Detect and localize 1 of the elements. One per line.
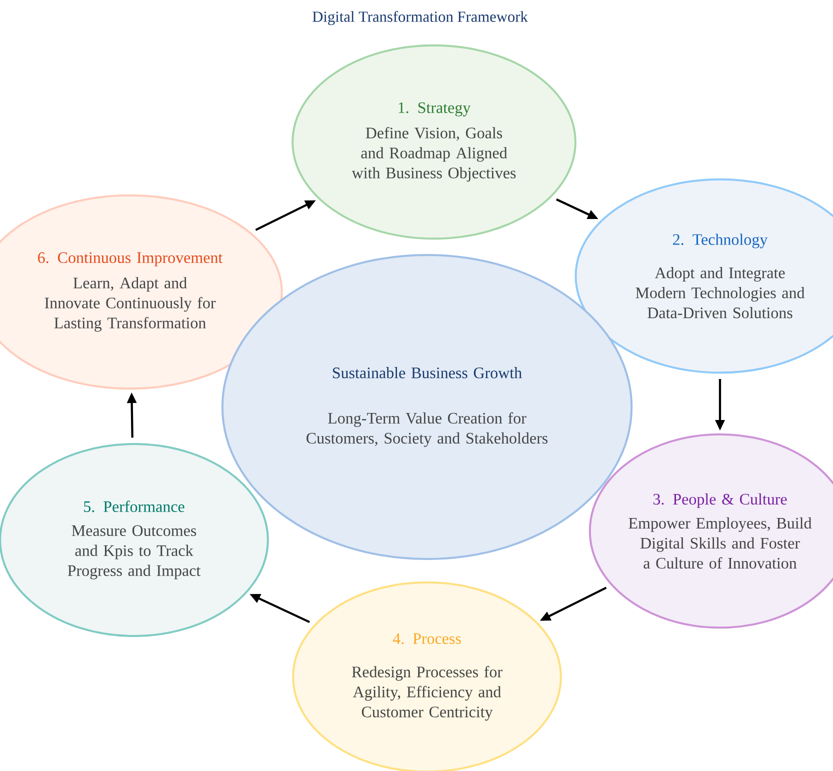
title: Digital Transformation Framework [312, 10, 528, 26]
